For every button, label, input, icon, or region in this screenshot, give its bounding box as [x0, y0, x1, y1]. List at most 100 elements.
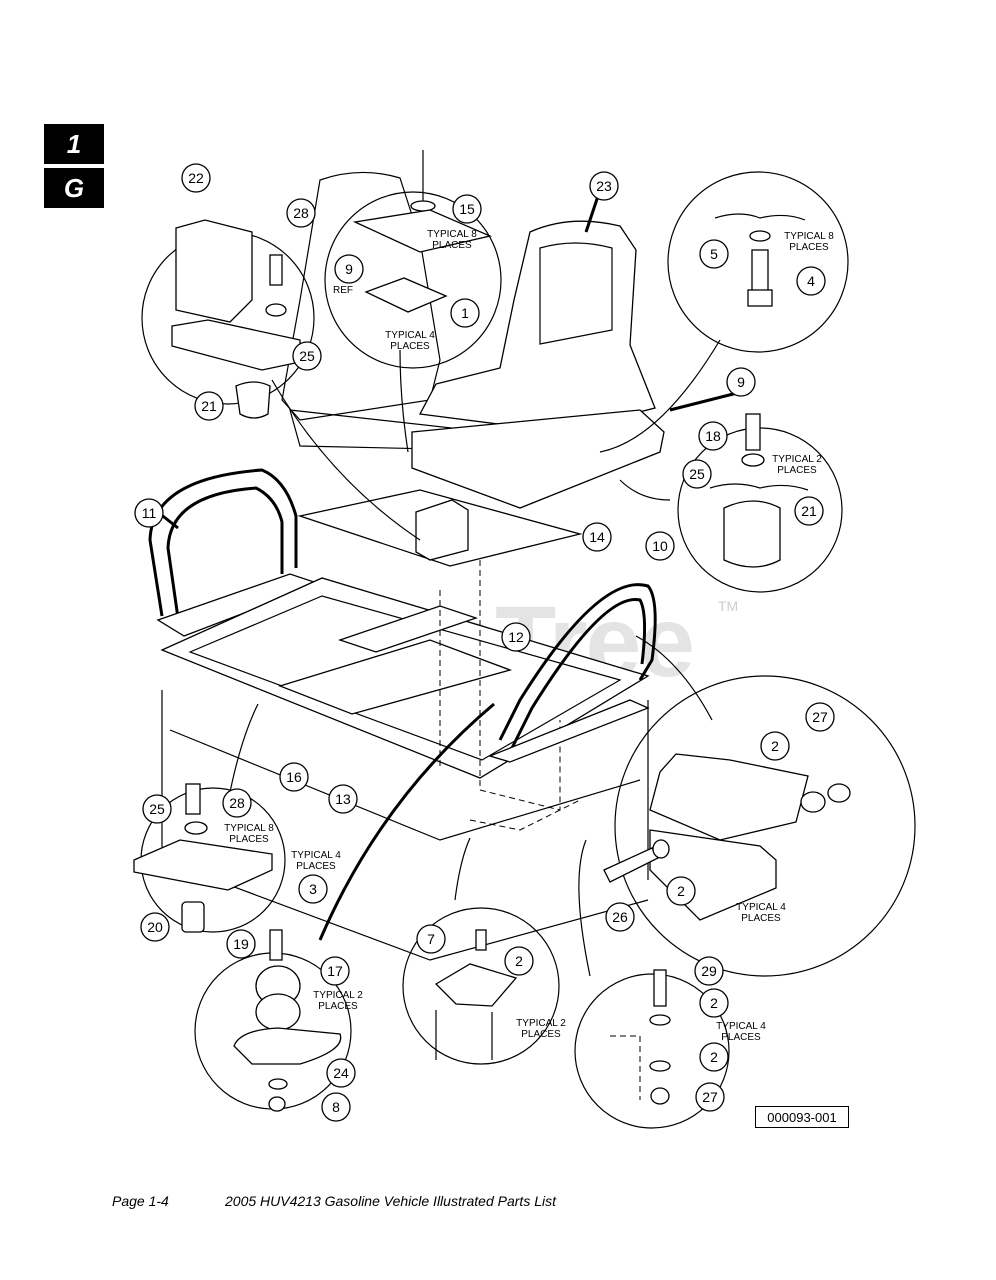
callout-9b: 9: [726, 367, 756, 397]
svg-text:TYPICAL 2: TYPICAL 2: [516, 1018, 566, 1029]
svg-text:4: 4: [807, 273, 815, 289]
callout-20: 20: [140, 912, 170, 942]
callout-1: 1: [450, 298, 480, 328]
callout-17: 17: [320, 956, 350, 986]
svg-text:5: 5: [710, 246, 718, 262]
svg-text:2: 2: [771, 738, 779, 754]
callouts: 22 28 25 21 15 9 1 23 5 4 9 18 25 21 11 …: [134, 163, 835, 1122]
callout-27b: 27: [695, 1082, 725, 1112]
callout-2d: 2: [699, 988, 729, 1018]
deck-panel: [297, 489, 583, 567]
svg-text:27: 27: [702, 1089, 718, 1105]
svg-text:8: 8: [332, 1099, 340, 1115]
callout-9: 9: [334, 254, 364, 284]
svg-text:PLACES: PLACES: [432, 240, 472, 251]
svg-text:2: 2: [677, 883, 685, 899]
svg-text:TYPICAL 4: TYPICAL 4: [385, 330, 435, 341]
svg-text:20: 20: [147, 919, 163, 935]
svg-text:25: 25: [299, 348, 315, 364]
svg-text:3: 3: [309, 881, 317, 897]
main-seat: [411, 220, 665, 509]
callout-2b: 2: [666, 876, 696, 906]
svg-text:28: 28: [293, 205, 309, 221]
svg-text:29: 29: [701, 963, 717, 979]
isolator-mount-detail: [233, 929, 342, 1112]
svg-text:21: 21: [801, 503, 817, 519]
callout-27: 27: [805, 702, 835, 732]
section-tab-number: 1: [44, 124, 104, 164]
svg-text:12: 12: [508, 629, 524, 645]
svg-text:24: 24: [333, 1065, 349, 1081]
callout-16: 16: [279, 762, 309, 792]
callout-15: 15: [452, 194, 482, 224]
grab-handle-right: [488, 583, 657, 763]
svg-text:2: 2: [515, 953, 523, 969]
callout-22: 22: [181, 163, 211, 193]
callout-26: 26: [605, 902, 635, 932]
clip-detail: [352, 150, 493, 313]
callout-28: 28: [286, 198, 316, 228]
svg-text:PLACES: PLACES: [296, 861, 336, 872]
svg-text:TYPICAL 8: TYPICAL 8: [427, 229, 477, 240]
isolator-detail: [709, 413, 809, 568]
svg-text:2: 2: [710, 1049, 718, 1065]
svg-text:25: 25: [689, 466, 705, 482]
callout-18: 18: [698, 421, 728, 451]
svg-text:11: 11: [142, 505, 157, 521]
callout-23: 23: [589, 171, 619, 201]
frame: [160, 560, 650, 961]
svg-text:TYPICAL 2: TYPICAL 2: [313, 990, 363, 1001]
callout-5: 5: [699, 239, 729, 269]
callout-25b: 25: [682, 459, 712, 489]
svg-text:PLACES: PLACES: [229, 834, 269, 845]
svg-text:TYPICAL 4: TYPICAL 4: [736, 902, 786, 913]
note-ref: REF: [333, 285, 353, 296]
svg-text:16: 16: [286, 769, 302, 785]
svg-text:PLACES: PLACES: [390, 341, 430, 352]
figure-code: 000093-001: [755, 1106, 849, 1128]
bolt-stack-detail: [610, 969, 671, 1105]
svg-text:9: 9: [345, 261, 353, 277]
section-tab-letter: G: [44, 168, 104, 208]
callout-4: 4: [796, 266, 826, 296]
svg-text:10: 10: [652, 538, 668, 554]
callout-25: 25: [292, 341, 322, 371]
footer-page: Page 1-4: [112, 1193, 169, 1209]
callout-21b: 21: [794, 496, 824, 526]
bolt-washer-detail: [714, 213, 806, 307]
svg-text:18: 18: [705, 428, 721, 444]
callout-12: 12: [501, 622, 531, 652]
callout-25c: 25: [142, 794, 172, 824]
svg-text:7: 7: [427, 931, 435, 947]
svg-text:TYPICAL 4: TYPICAL 4: [291, 850, 341, 861]
svg-text:17: 17: [327, 963, 343, 979]
svg-text:23: 23: [596, 178, 612, 194]
callout-3: 3: [298, 874, 328, 904]
svg-text:PLACES: PLACES: [789, 242, 829, 253]
leader-arrows: [158, 195, 746, 977]
svg-text:13: 13: [335, 791, 351, 807]
callout-2a: 2: [760, 731, 790, 761]
svg-text:TYPICAL 8: TYPICAL 8: [224, 823, 274, 834]
callout-11: 11: [134, 498, 164, 528]
svg-text:22: 22: [188, 170, 204, 186]
callout-29: 29: [694, 956, 724, 986]
svg-text:TYPICAL 2: TYPICAL 2: [772, 454, 822, 465]
svg-text:19: 19: [233, 936, 249, 952]
svg-text:TYPICAL 4: TYPICAL 4: [716, 1021, 766, 1032]
svg-text:1: 1: [461, 305, 469, 321]
svg-text:PLACES: PLACES: [318, 1001, 358, 1012]
callout-24: 24: [326, 1058, 356, 1088]
callout-21: 21: [194, 391, 224, 421]
svg-text:PLACES: PLACES: [777, 465, 817, 476]
bracket-detail: [171, 219, 301, 419]
